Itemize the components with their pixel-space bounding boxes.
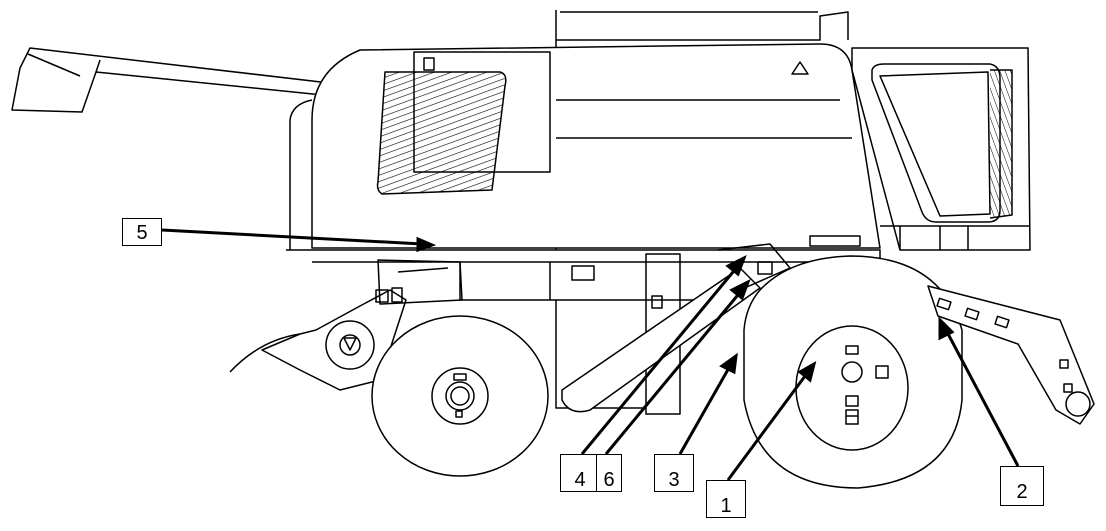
leader-4 [580, 254, 747, 455]
callout-6: 6 [596, 454, 622, 492]
combine-body [286, 43, 881, 251]
operator-cab [851, 47, 1031, 251]
rear-wheel [743, 255, 963, 489]
callout-3: 3 [654, 454, 694, 492]
leader-3 [678, 352, 738, 455]
lower-frame [312, 235, 881, 415]
leader-2 [938, 316, 1020, 467]
leader-1 [726, 360, 817, 481]
callout-2: 2 [1000, 466, 1044, 506]
callout-5: 5 [122, 218, 162, 246]
straw-spreader [927, 285, 1095, 425]
combine-harvester-diagram [11, 10, 1095, 489]
leader-5 [161, 228, 437, 253]
callout-4: 4 [560, 454, 600, 492]
front-wheel [371, 315, 549, 477]
leader-6 [604, 278, 751, 455]
header [229, 259, 463, 391]
callout-1: 1 [706, 480, 746, 518]
